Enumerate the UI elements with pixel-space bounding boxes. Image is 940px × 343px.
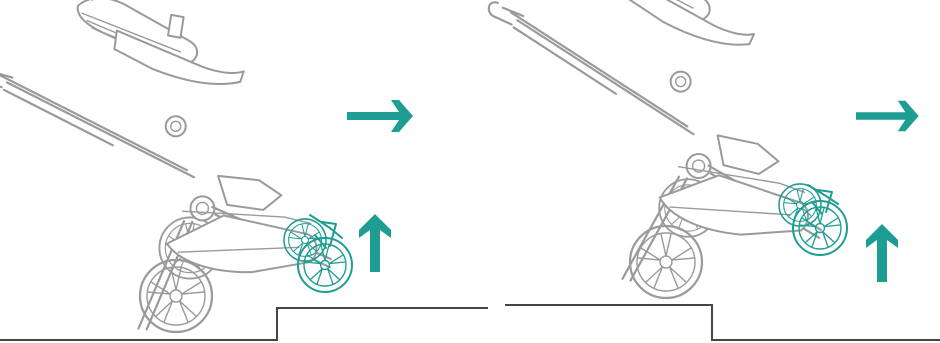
stroller-icon <box>0 0 337 343</box>
kerb-step-down-icon <box>505 305 940 340</box>
panel-kerb-up <box>0 0 488 343</box>
stroller-icon <box>486 0 822 285</box>
arrow-up-icon <box>866 224 898 282</box>
panel-kerb-down <box>486 0 940 340</box>
arrow-right-icon <box>856 101 919 131</box>
arrow-up-icon <box>359 214 391 272</box>
arrow-right-icon <box>347 100 413 132</box>
kerb-step-up-icon <box>0 308 488 340</box>
